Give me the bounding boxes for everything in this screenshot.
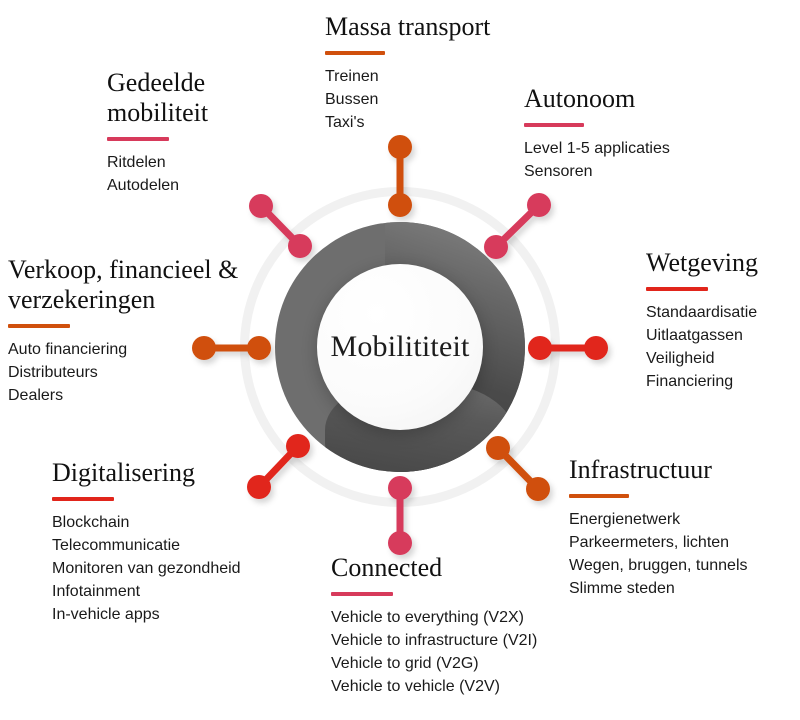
list-item: Monitoren van gezondheid: [52, 560, 241, 577]
hub-center: Mobilititeit: [317, 264, 483, 430]
list-item: Wegen, bruggen, tunnels: [569, 557, 748, 574]
list-item: Vehicle to everything (V2X): [331, 609, 524, 626]
list-item: Financiering: [646, 373, 734, 390]
node-autonoom: Autonoom Level 1-5 applicaties Sensoren: [524, 84, 670, 183]
list-item: Dealers: [8, 387, 64, 404]
node-title-verkoop: Verkoop, financieel & verzekeringen: [8, 255, 239, 314]
list-item: Treinen: [325, 68, 379, 85]
list-item: Sensoren: [524, 163, 593, 180]
node-infrastructuur: Infrastructuur Energienetwerk Parkeermet…: [569, 455, 748, 600]
node-items-verkoop: Auto financiering Distributeurs Dealers: [8, 338, 238, 407]
node-gedeelde-mobiliteit: Gedeelde mobiliteit Ritdelen Autodelen: [107, 68, 208, 197]
node-title-digitalisering: Digitalisering: [52, 458, 195, 487]
list-item: Telecommunicatie: [52, 537, 181, 554]
list-item: Bussen: [325, 91, 379, 108]
list-item: Taxi's: [325, 114, 365, 131]
node-title-connected: Connected: [331, 553, 443, 582]
node-massa-transport: Massa transport Treinen Bussen Taxi's: [325, 12, 490, 134]
list-item: Level 1-5 applicaties: [524, 140, 670, 157]
node-title-massa-transport: Massa transport: [325, 12, 491, 41]
node-items-digitalisering: Blockchain Telecommunicatie Monitoren va…: [52, 511, 241, 626]
node-title-wetgeving: Wetgeving: [646, 248, 758, 277]
list-item: Distributeurs: [8, 364, 98, 381]
node-rule-autonoom: [524, 123, 584, 127]
node-items-infrastructuur: Energienetwerk Parkeermeters, lichten We…: [569, 508, 748, 600]
node-wetgeving: Wetgeving Standaardisatie Uitlaatgassen …: [646, 248, 758, 393]
list-item: Vehicle to infrastructure (V2I): [331, 632, 538, 649]
node-rule-massa-transport: [325, 51, 385, 55]
node-title-autonoom: Autonoom: [524, 84, 636, 113]
list-item: Vehicle to grid (V2G): [331, 655, 479, 672]
node-rule-wetgeving: [646, 287, 708, 291]
list-item: Ritdelen: [107, 154, 166, 171]
node-items-gedeelde-mobiliteit: Ritdelen Autodelen: [107, 151, 208, 197]
list-item: Energienetwerk: [569, 511, 681, 528]
list-item: Auto financiering: [8, 341, 128, 358]
node-items-wetgeving: Standaardisatie Uitlaatgassen Veiligheid…: [646, 301, 758, 393]
node-verkoop-financieel-verzekeringen: Verkoop, financieel & verzekeringen Auto…: [8, 255, 238, 407]
list-item: Uitlaatgassen: [646, 327, 743, 344]
list-item: Infotainment: [52, 583, 141, 600]
node-rule-gedeelde-mobiliteit: [107, 137, 169, 141]
list-item: Autodelen: [107, 177, 180, 194]
list-item: Standaardisatie: [646, 304, 758, 321]
list-item: Parkeermeters, lichten: [569, 534, 730, 551]
list-item: Slimme steden: [569, 580, 675, 597]
node-title-infrastructuur: Infrastructuur: [569, 455, 712, 484]
node-items-massa-transport: Treinen Bussen Taxi's: [325, 65, 490, 134]
node-rule-verkoop: [8, 324, 70, 328]
list-item: Veiligheid: [646, 350, 715, 367]
node-digitalisering: Digitalisering Blockchain Telecommunicat…: [52, 458, 241, 626]
node-rule-connected: [331, 592, 393, 596]
node-rule-digitalisering: [52, 497, 114, 501]
list-item: In-vehicle apps: [52, 606, 160, 623]
hub-center-label: Mobilititeit: [330, 330, 470, 363]
node-rule-infrastructuur: [569, 494, 629, 498]
list-item: Blockchain: [52, 514, 130, 531]
node-items-autonoom: Level 1-5 applicaties Sensoren: [524, 137, 670, 183]
node-title-gedeelde-mobiliteit: Gedeelde mobiliteit: [107, 68, 209, 127]
list-item: Vehicle to vehicle (V2V): [331, 678, 500, 695]
node-connected: Connected Vehicle to everything (V2X) Ve…: [331, 553, 537, 698]
node-items-connected: Vehicle to everything (V2X) Vehicle to i…: [331, 606, 537, 698]
